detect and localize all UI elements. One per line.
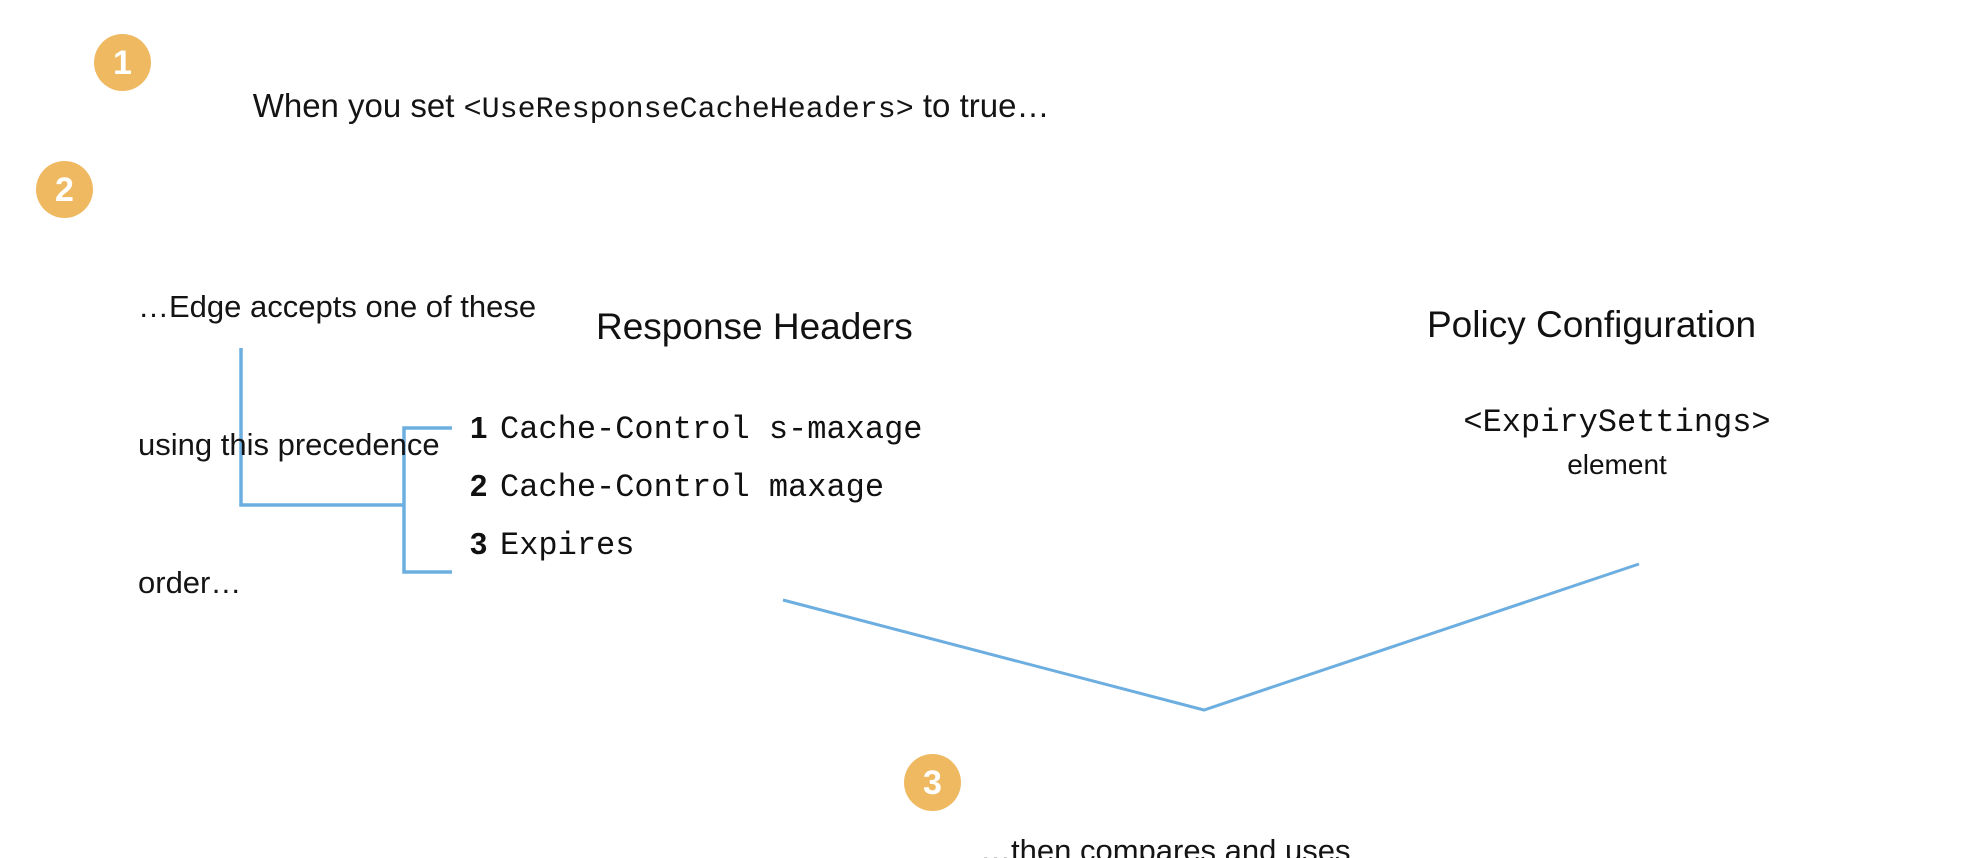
step-2-line-3: order… [138, 565, 242, 600]
use-response-cache-headers-code: <UseResponseCacheHeaders> [463, 93, 914, 127]
precedence-list: 1 Cache-Control s-maxage 2 Cache-Control… [470, 410, 922, 584]
precedence-rank: 3 [470, 526, 488, 561]
policy-configuration-body: <ExpirySettings> element [1427, 404, 1807, 481]
step-badge-2: 2 [36, 161, 93, 218]
step-badge-2-number: 2 [55, 170, 74, 209]
step-2-line-2: using this precedence [138, 427, 440, 462]
step-3-text: …then compares and uses the lesser of th… [980, 733, 1351, 858]
step-3-line-1: …then compares and uses [980, 833, 1351, 858]
expiry-settings-element-word: element [1567, 449, 1667, 480]
step-1-text-prefix: When you set [252, 87, 464, 124]
step-badge-1-number: 1 [113, 43, 132, 82]
step-2-text: …Edge accepts one of these using this pr… [138, 192, 536, 698]
step-1-text-suffix: to true… [913, 87, 1050, 124]
precedence-list-item: 3 Expires [470, 526, 922, 584]
step-1-text: When you set <UseResponseCacheHeaders> t… [216, 40, 1050, 176]
response-headers-heading: Response Headers [596, 306, 913, 347]
precedence-list-item: 2 Cache-Control maxage [470, 468, 922, 526]
step-badge-1: 1 [94, 34, 151, 91]
precedence-label: Expires [500, 527, 635, 564]
step-badge-3: 3 [904, 754, 961, 811]
precedence-label: Cache-Control maxage [500, 469, 885, 506]
precedence-list-item: 1 Cache-Control s-maxage [470, 410, 922, 468]
expiry-settings-code: <ExpirySettings> [1463, 404, 1771, 441]
step-badge-3-number: 3 [923, 763, 942, 802]
comparison-v-connector [782, 562, 1640, 712]
step-2-line-1: …Edge accepts one of these [138, 289, 537, 324]
precedence-rank: 1 [470, 410, 488, 445]
policy-configuration-heading: Policy Configuration [1427, 304, 1757, 345]
precedence-rank: 2 [470, 468, 488, 503]
precedence-label: Cache-Control s-maxage [500, 411, 923, 448]
